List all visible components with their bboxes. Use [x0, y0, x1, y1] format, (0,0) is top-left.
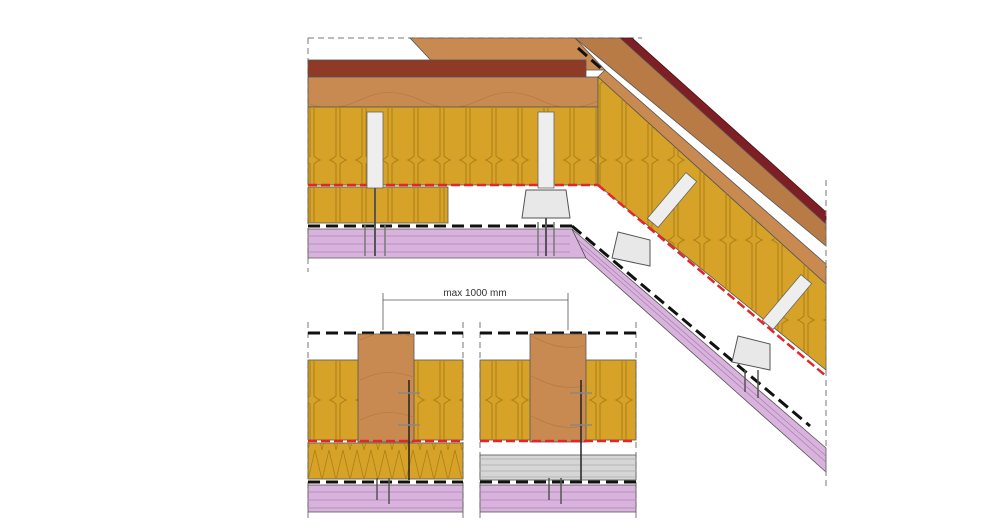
vapour-membrane-slope — [597, 184, 827, 377]
flat-roof-section — [307, 37, 642, 272]
hanger-bracket-2 — [521, 111, 571, 256]
dimension-label: max 1000 mm — [443, 288, 506, 299]
dimension-line: max 1000 mm — [382, 288, 569, 330]
sloped-insulation-pattern — [598, 77, 826, 370]
insulation-upper-pattern — [308, 107, 598, 185]
slope-bracket-2 — [731, 273, 813, 398]
insulation-lower-pattern — [308, 187, 448, 223]
top-timber-plank — [307, 59, 587, 78]
black-membrane-slope — [571, 224, 811, 428]
plasterboard-flat-lines — [308, 229, 570, 258]
hanger-bracket-1 — [364, 111, 386, 256]
slope-bracket-1 — [611, 171, 698, 267]
sloped-roof-section — [571, 37, 827, 490]
detail-left — [307, 322, 464, 520]
detail-right — [479, 322, 637, 520]
main-timber-grain — [308, 77, 598, 107]
